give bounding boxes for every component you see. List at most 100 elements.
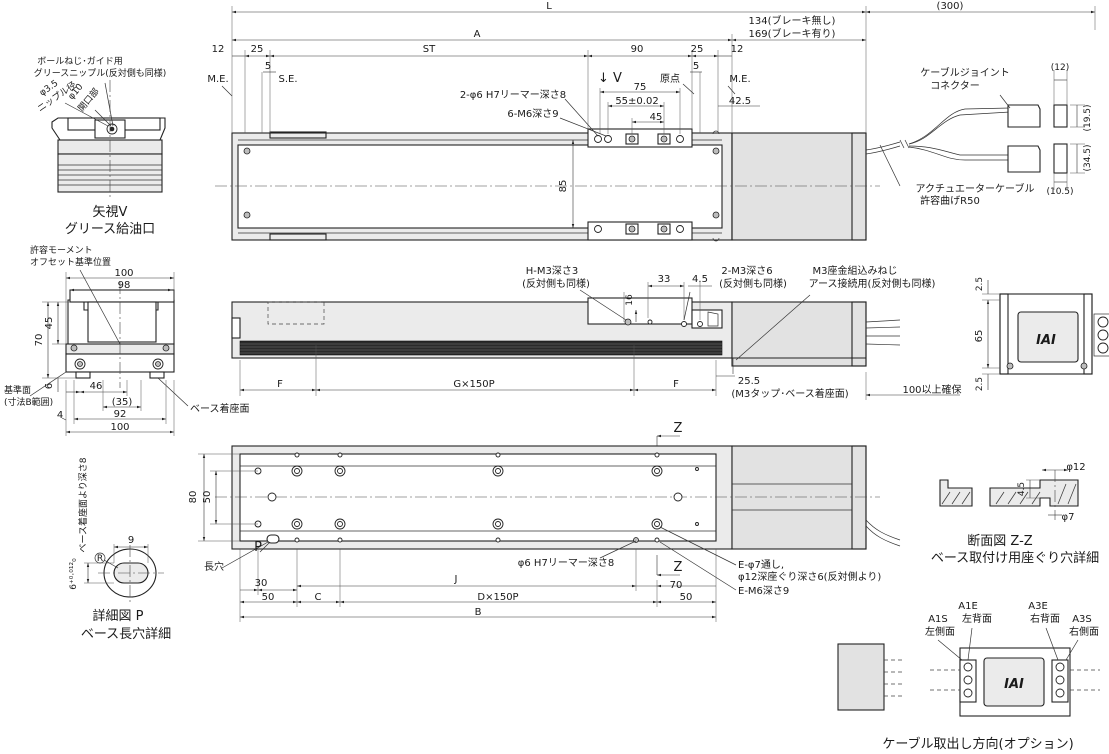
dim-19-5: (19.5) [1083, 104, 1093, 131]
label-me-left: M.E. [207, 74, 228, 85]
label-me-right: M.E. [729, 74, 750, 85]
cable-exit-direction: IAI A1S 左側面 A1E 左背面 A3E 右背面 A3S 右側面 ケーブル… [837, 601, 1100, 752]
dim-85: 85 [558, 180, 569, 193]
motor-housing-bottom [731, 445, 867, 550]
motor-housing-top [731, 132, 867, 241]
dim-C: C [315, 592, 322, 603]
slider-side [587, 297, 693, 325]
dim-98: 98 [118, 280, 131, 291]
label-a3e: A3E [1028, 601, 1048, 612]
label-m3-tap: (M3タップ･ベース着座面) [731, 387, 848, 400]
detail-p: 9 R 6⁺⁰·⁰¹²₀ ベース着座面より深さ8 詳細図 P ベース長穴詳細 [69, 457, 171, 642]
dim-300: (300) [937, 1, 964, 12]
section-zz: φ12 4.5 φ7 断面図 Z-Z ベース取付け用座ぐり穴詳細 [931, 462, 1099, 566]
dim-16: 16 [625, 294, 635, 306]
dim-75: 75 [634, 82, 647, 93]
dim-G: G×150P [453, 379, 494, 390]
caption-section-zz: 断面図 Z-Z [967, 534, 1033, 549]
dim-33: 33 [658, 274, 671, 285]
motor-housing-side [731, 301, 867, 367]
label-e7-1: E-φ7通し, [738, 559, 784, 571]
dim-F-left: F [277, 379, 283, 390]
logo-iai-end: IAI [1036, 333, 1056, 348]
label-m6-top: 6-M6深さ9 [507, 108, 558, 120]
motor-end-view: IAI 2.5 65 2.5 [974, 277, 1109, 391]
label-a1s-left-side: 左側面 [925, 625, 955, 638]
label-ballscrew-1: ボールねじ･ガイド用 [37, 56, 123, 67]
slider-bolts [594, 133, 684, 235]
dim-25-left: 25 [251, 44, 264, 55]
caption-detail-p: 詳細図 P [93, 608, 144, 624]
dim-65: 65 [974, 330, 985, 343]
dim-ST: ST [423, 44, 436, 55]
dim-6: 6 [44, 383, 55, 389]
label-moment-2: オフセット基準位置 [30, 256, 111, 268]
dim-12-right: 12 [731, 44, 744, 55]
label-reamer-bottom: φ6 H7リーマー深さ8 [518, 557, 614, 569]
dim-10-5: (10.5) [1046, 187, 1073, 197]
end-view: 許容モーメント オフセット基準位置 100 98 45 70 6 4 46 (3… [4, 244, 250, 436]
dim-phi12: φ12 [1066, 462, 1085, 473]
label-reference-1: 基準面 [4, 384, 31, 396]
dim-F-right: F [673, 379, 679, 390]
bottom-view: Z Z 80 50 P 長穴 φ6 H7リーマー深さ8 E-φ7通し, φ12深… [188, 421, 901, 622]
label-detail-p: P [254, 540, 262, 555]
label-e7-2: φ12深座ぐり深さ6(反対側より) [738, 570, 881, 583]
dim-50-vertical: 50 [202, 491, 213, 504]
label-z-top: Z [674, 421, 683, 436]
cable-connector-b [1007, 145, 1041, 173]
label-slot: 長穴 [204, 560, 224, 573]
dim-12-left: 12 [212, 44, 225, 55]
dim-L: L [546, 1, 552, 12]
view-v: ボールねじ･ガイド用 グリースニップル(反対側も同様) φ3.5 ニップル径 φ… [34, 56, 167, 237]
dim-35: (35) [112, 397, 133, 408]
dim-100-bottom: 100 [110, 422, 129, 433]
dim-42-5: 42.5 [729, 96, 751, 107]
label-actuator-cable-2: 許容曲げR50 [920, 194, 980, 207]
dim-A: A [474, 29, 481, 40]
dim-46: 46 [90, 381, 103, 392]
label-hm3-1: H-M3深さ3 [526, 265, 578, 277]
dim-phi7: φ7 [1062, 512, 1075, 523]
dim-92: 92 [114, 409, 127, 420]
dim-J: J [454, 574, 458, 585]
dim-4-5: 4.5 [692, 274, 708, 285]
label-ballscrew-2: グリースニップル(反対側も同様) [34, 67, 167, 79]
label-base-seat: ベース着座面 [190, 402, 250, 415]
dim-169-brake-with: 169(ブレーキ有り) [749, 27, 836, 40]
label-em6: E-M6深さ9 [738, 585, 789, 597]
base-holes [254, 452, 699, 543]
dim-9: 9 [128, 535, 134, 546]
dim-12-connector: (12) [1051, 63, 1069, 73]
label-cable-joint-1: ケーブルジョイント [920, 66, 1009, 79]
dim-134-brake-none: 134(ブレーキ無し) [749, 14, 836, 27]
dim-70: 70 [34, 334, 45, 347]
dim-45-top: 45 [650, 112, 663, 123]
dim-2-5-top: 2.5 [975, 277, 985, 291]
label-se: S.E. [278, 74, 297, 85]
dim-50-right: 50 [680, 592, 693, 603]
side-view: H-M3深さ3 (反対側も同様) 16 33 4.5 2-M3深さ6 (反対側も… [231, 264, 962, 400]
dim-4: 4 [57, 410, 63, 421]
label-view-v: ↓ V [598, 71, 622, 86]
dim-6-tolerance: 6⁺⁰·⁰¹²₀ [69, 558, 79, 590]
label-reference-2: (寸法B範囲) [4, 396, 53, 408]
dim-B: B [475, 607, 482, 618]
caption-view-v: 矢視V [93, 205, 128, 220]
cable-connector-a [1007, 104, 1041, 128]
dim-25-right: 25 [691, 44, 704, 55]
dim-80: 80 [188, 491, 199, 504]
label-reamer-top: 2-φ6 H7リーマー深さ8 [460, 89, 566, 101]
label-a1e-left-back: 左背面 [962, 612, 992, 625]
dim-70-bottom: 70 [670, 580, 683, 591]
dim-90: 90 [631, 44, 644, 55]
caption-cable-direction: ケーブル取出し方向(オプション) [882, 736, 1073, 752]
dim-34-5: (34.5) [1083, 144, 1093, 171]
dim-25-5: 25.5 [738, 376, 760, 387]
dim-50-left: 50 [262, 592, 275, 603]
dim-100-top: 100 [114, 268, 133, 279]
label-origin: 原点 [660, 73, 680, 85]
dim-4-5-section: 4.5 [1017, 482, 1027, 496]
label-m3-1: 2-M3深さ6 [721, 265, 772, 277]
